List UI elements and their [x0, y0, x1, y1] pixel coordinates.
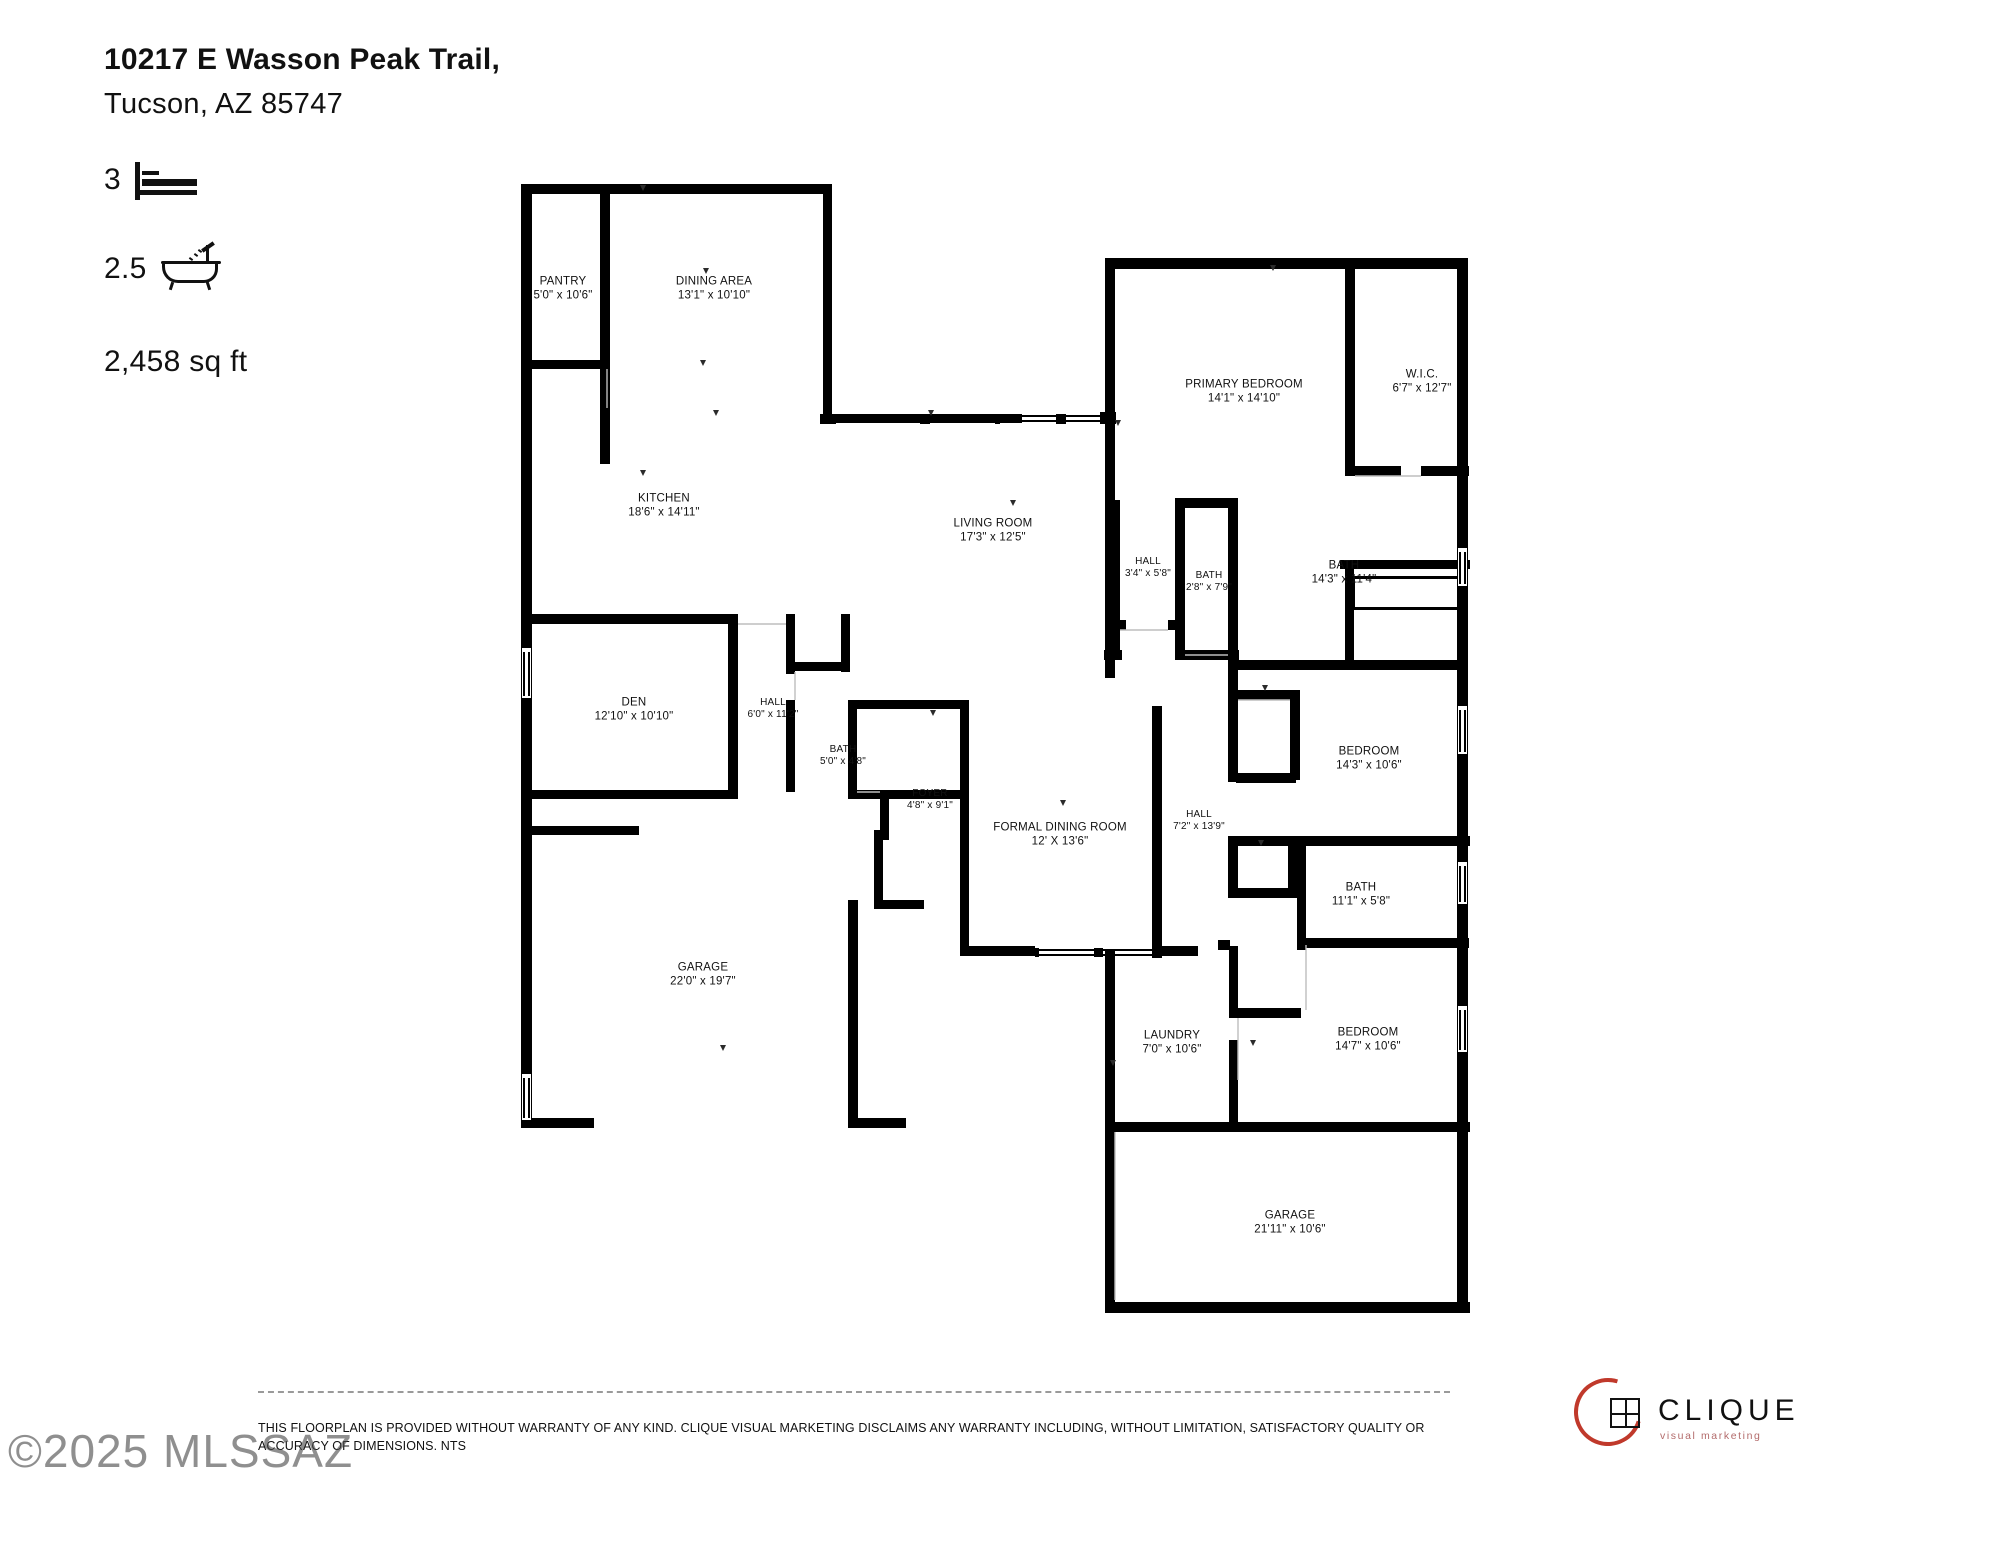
logo-mark — [1562, 1366, 1656, 1460]
clique-logo: CLIQUE visual marketing — [1562, 1366, 1795, 1482]
bathroom-count: 2.5 — [104, 252, 147, 285]
logo-grid-icon — [1610, 1398, 1640, 1428]
direction-ticks — [640, 185, 1276, 1066]
door-openings — [606, 369, 1421, 1300]
walls-group — [521, 184, 1470, 1313]
logo-ring-icon — [1562, 1366, 1654, 1458]
square-footage: 2,458 sq ft — [104, 345, 248, 378]
address-line-1: 10217 E Wasson Peak Trail, — [104, 43, 500, 76]
disclaimer-text: THIS FLOORPLAN IS PROVIDED WITHOUT WARRA… — [258, 1421, 1425, 1454]
bed-icon — [135, 160, 197, 200]
address-line-2: Tucson, AZ 85747 — [104, 88, 344, 120]
logo-brand-name: CLIQUE — [1658, 1394, 1800, 1427]
bedroom-count: 3 — [104, 163, 121, 196]
bathtub-icon — [160, 241, 223, 293]
room-label-wic: W.I.C.6'7" x 12'7" — [1392, 368, 1452, 394]
window-gaps — [522, 548, 1467, 1120]
footer-divider — [258, 1391, 1450, 1393]
bedroom-count-stat: 3 — [104, 160, 197, 200]
bathroom-count-stat: 2.5 — [104, 241, 223, 293]
mls-watermark: ©2025 MLSSAZ — [8, 1425, 354, 1477]
window-frames — [523, 552, 1466, 1118]
logo-tagline: visual marketing — [1660, 1430, 1762, 1442]
